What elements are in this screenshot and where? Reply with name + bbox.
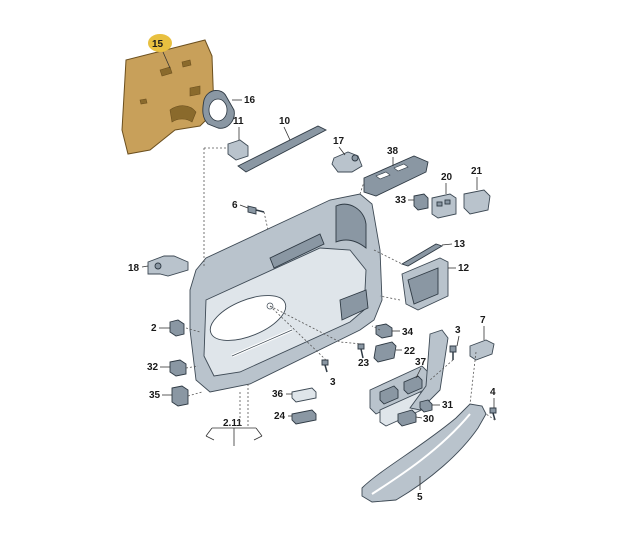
part-31-clip[interactable] bbox=[419, 399, 433, 413]
callout-12: 12 bbox=[458, 263, 470, 274]
part-38-switch-housing[interactable] bbox=[363, 155, 429, 197]
svg-text:2.11: 2.11 bbox=[223, 418, 242, 429]
callout-18: 18 bbox=[128, 263, 140, 274]
part-34-cap[interactable] bbox=[375, 323, 393, 339]
callout-17: 17 bbox=[333, 136, 345, 147]
part-12-pocket[interactable] bbox=[401, 257, 449, 311]
callout-31: 31 bbox=[442, 400, 454, 411]
callout-35: 35 bbox=[149, 390, 161, 401]
part-35-switch[interactable] bbox=[171, 385, 189, 407]
callout-13: 13 bbox=[454, 239, 466, 250]
part-2-clip[interactable] bbox=[169, 319, 185, 337]
callout-5: 5 bbox=[417, 492, 423, 503]
part-20-switch[interactable] bbox=[431, 193, 457, 219]
callout-24: 24 bbox=[274, 411, 286, 422]
callout-11: 11 bbox=[233, 116, 244, 127]
callout-4: 4 bbox=[490, 387, 496, 398]
part-30-switch[interactable] bbox=[397, 409, 417, 427]
callout-23: 23 bbox=[358, 358, 370, 369]
callout-22: 22 bbox=[404, 346, 416, 357]
callout-15: 15 bbox=[148, 34, 172, 69]
callout-7: 7 bbox=[480, 315, 486, 326]
part-15-insulation-panel[interactable] bbox=[121, 39, 215, 155]
callout-16: 16 bbox=[244, 95, 256, 106]
part-7-bracket[interactable] bbox=[469, 339, 495, 361]
part-22-switch[interactable] bbox=[373, 341, 397, 363]
callout-20: 20 bbox=[441, 172, 453, 183]
part-16-speaker-trim-ring[interactable] bbox=[202, 90, 235, 129]
part-10-trim-strip[interactable] bbox=[237, 125, 327, 173]
callout-32: 32 bbox=[147, 362, 159, 373]
callout-2-11-bracket: 2.11 bbox=[205, 418, 263, 446]
part-door-trim-panel[interactable] bbox=[189, 193, 383, 393]
part-5-armrest[interactable] bbox=[361, 403, 487, 503]
part-33-button[interactable] bbox=[413, 193, 429, 211]
part-24-cover[interactable] bbox=[291, 409, 317, 425]
callout-21: 21 bbox=[471, 166, 483, 177]
callout-33: 33 bbox=[395, 195, 407, 206]
callout-36: 36 bbox=[272, 389, 284, 400]
part-3-screw-lower[interactable] bbox=[321, 359, 329, 373]
part-13-strip[interactable] bbox=[400, 243, 444, 267]
part-36-cover[interactable] bbox=[291, 387, 317, 403]
callout-6: 6 bbox=[232, 200, 238, 211]
part-11-clip[interactable] bbox=[227, 139, 249, 161]
callout-30: 30 bbox=[423, 414, 435, 425]
svg-text:15: 15 bbox=[152, 39, 164, 50]
part-18-bracket[interactable] bbox=[147, 255, 189, 277]
callout-37: 37 bbox=[415, 357, 427, 368]
callout-2: 2 bbox=[151, 323, 157, 334]
part-21-cover[interactable] bbox=[463, 189, 491, 215]
part-23-screw[interactable] bbox=[357, 343, 365, 359]
part-17-lock-rod-holder[interactable] bbox=[331, 151, 363, 173]
callout-38: 38 bbox=[387, 146, 399, 157]
callout-10: 10 bbox=[279, 116, 291, 127]
assembly-lines bbox=[185, 147, 496, 428]
part-6-screw[interactable] bbox=[247, 205, 265, 215]
part-grab-handle[interactable] bbox=[409, 329, 449, 411]
callout-34: 34 bbox=[402, 327, 414, 338]
callout-3-lower: 3 bbox=[330, 377, 336, 388]
part-32-switch[interactable] bbox=[169, 359, 187, 377]
part-3-screw-upper[interactable] bbox=[449, 345, 457, 360]
part-4-screw[interactable] bbox=[489, 407, 497, 421]
callout-3-upper: 3 bbox=[455, 325, 461, 336]
